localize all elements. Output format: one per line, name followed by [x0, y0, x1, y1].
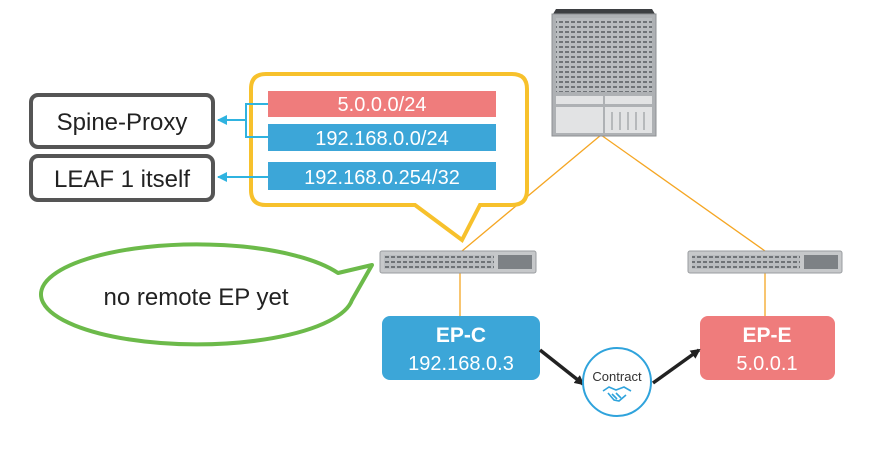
route-row-3: 192.168.0.254/32 — [268, 162, 496, 190]
endpoint-ip: 192.168.0.3 — [408, 353, 514, 375]
handshake-icon — [602, 386, 632, 402]
spine-switch-icon — [551, 9, 657, 137]
contract-node: Contract — [582, 347, 652, 417]
contract-label: Contract — [592, 369, 642, 384]
route-row-1: 5.0.0.0/24 — [268, 91, 496, 117]
route-label: 5.0.0.0/24 — [338, 94, 427, 116]
arrow-contract-to-epe — [651, 348, 701, 385]
leaf-switch-2-icon — [687, 250, 843, 274]
endpoint-name: EP-C — [436, 324, 486, 347]
endpoint-ep-c: EP-C 192.168.0.3 — [382, 316, 540, 380]
leaf-switch-1-icon — [379, 250, 537, 274]
arrow-epc-to-contract — [538, 348, 585, 386]
spine-proxy-box: Spine-Proxy — [29, 93, 215, 149]
links — [459, 134, 766, 316]
route-arrows — [217, 103, 268, 182]
leaf1-itself-box: LEAF 1 itself — [29, 154, 215, 202]
spine-proxy-label: Spine-Proxy — [57, 109, 188, 136]
route-label: 192.168.0.254/32 — [304, 167, 460, 189]
endpoint-ip: 5.0.0.1 — [736, 353, 797, 375]
endpoint-ep-e: EP-E 5.0.0.1 — [700, 316, 835, 380]
speech-text: no remote EP yet — [104, 284, 289, 311]
endpoint-name: EP-E — [742, 324, 791, 347]
route-row-2: 192.168.0.0/24 — [268, 124, 496, 151]
route-label: 192.168.0.0/24 — [315, 128, 448, 150]
speech-bubble — [39, 242, 374, 347]
leaf1-itself-label: LEAF 1 itself — [54, 166, 190, 193]
